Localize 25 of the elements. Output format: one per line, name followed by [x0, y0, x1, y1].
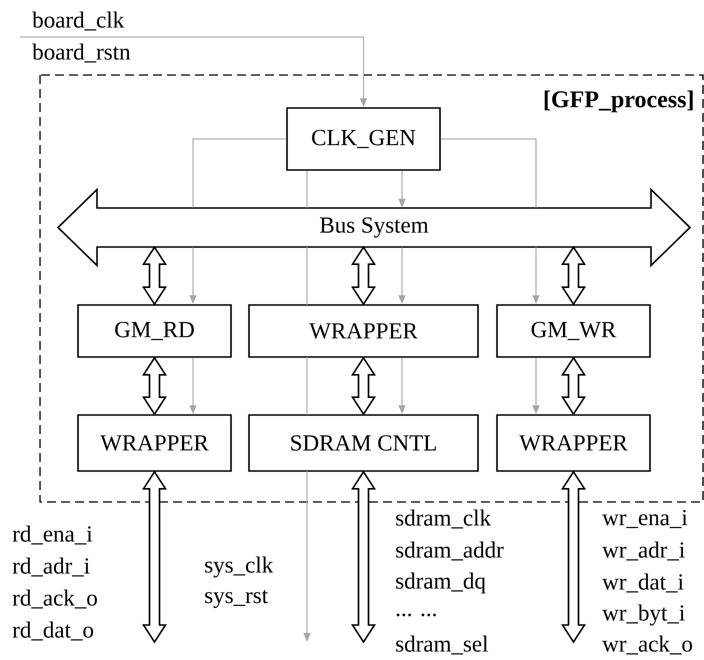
- signal-label: rd_ack_o: [12, 590, 97, 608]
- signal-label: wr_adr_i: [602, 542, 685, 560]
- signal-label: sdram_clk: [396, 510, 492, 528]
- block-box: WRAPPER: [496, 414, 651, 472]
- signal-label: wr_dat_i: [602, 574, 684, 592]
- signal-label: sdram_dq: [396, 572, 486, 594]
- signal-label: sdram_addr: [396, 542, 504, 560]
- signal-label: wr_byt_i: [602, 604, 685, 626]
- signal-label: board_rstn: [32, 44, 130, 62]
- block-box: GM_RD: [77, 304, 232, 358]
- block-box: CLK_GEN: [286, 107, 441, 171]
- signal-label: rd_dat_o: [12, 622, 94, 640]
- signal-label: sys_clk: [205, 556, 274, 578]
- signal-label: ... ...: [396, 614, 436, 616]
- block-box: GM_WR: [496, 304, 651, 358]
- signal-label: wr_ena_i: [602, 510, 688, 528]
- block-box: SDRAM CNTL: [248, 414, 479, 472]
- signal-label: wr_ack_o: [602, 636, 692, 654]
- block-box: WRAPPER: [248, 304, 479, 358]
- signal-label: sys_rst: [205, 590, 268, 608]
- signal-label: rd_ena_i: [12, 526, 92, 544]
- signal-label: sdram_sel: [396, 636, 488, 654]
- signal-label: rd_adr_i: [12, 558, 90, 576]
- signal-label: board_clk: [32, 12, 124, 30]
- block-box: WRAPPER: [77, 414, 232, 472]
